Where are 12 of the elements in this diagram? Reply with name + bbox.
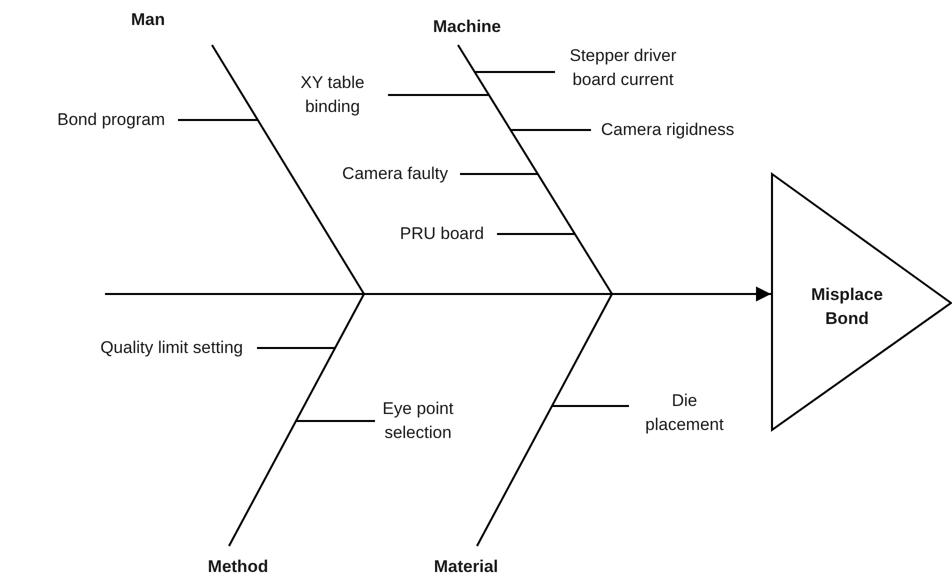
cause-label: Camera faulty xyxy=(342,162,460,186)
cause-label: Bond program xyxy=(57,108,178,132)
category-label: Machine xyxy=(432,16,502,38)
cause-label: Camera rigidness xyxy=(591,118,734,142)
cause-label: Quality limit setting xyxy=(100,336,257,360)
cause-label: Die placement xyxy=(629,389,732,437)
effect-label: Misplace Bond xyxy=(810,284,884,330)
category-label: Man xyxy=(131,9,165,32)
category-label: Material xyxy=(434,556,498,578)
cause-label: Eye point selection xyxy=(375,397,457,445)
category-label: Method xyxy=(208,556,268,578)
spine-arrow xyxy=(105,286,771,302)
